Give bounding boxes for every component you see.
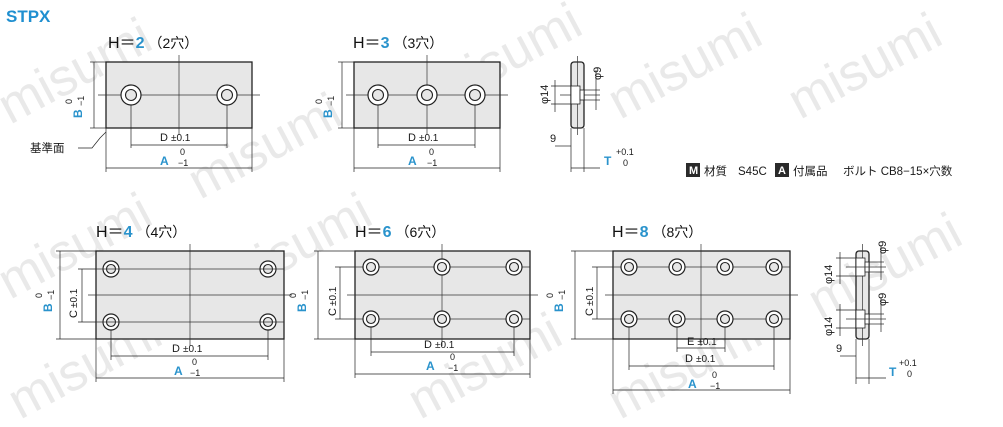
dim-c-label: C±0.1 [68, 288, 80, 318]
material-value: S45C [738, 166, 767, 178]
view-h8: H＝8（8穴） B 0 −1 C±0.1 E±0.1 D±0.1 A 0 [545, 224, 798, 394]
view-label: H＝8（8穴） [612, 224, 702, 241]
svg-text:0: 0 [314, 99, 324, 104]
dim-t-label: T [889, 365, 897, 379]
material-label: 材質 [704, 164, 727, 178]
spec-notes: M 材質 S45C A 付属品 ボルト CB8−15×穴数 [686, 163, 953, 178]
svg-text:−1: −1 [326, 96, 336, 106]
dim-b-label: B [41, 303, 55, 312]
svg-text:0: 0 [192, 357, 197, 367]
svg-text:−1: −1 [448, 363, 458, 373]
svg-text:−1: −1 [300, 290, 310, 300]
hole [716, 310, 734, 328]
dim-dia14-label: φ14 [539, 85, 551, 104]
dim-dia14-label: φ14 [823, 265, 835, 284]
svg-text:0: 0 [450, 352, 455, 362]
accessory-value: ボルト CB8−15×穴数 [843, 164, 953, 178]
dim-dia9-label: φ9 [592, 67, 604, 80]
svg-text:−1: −1 [427, 158, 437, 168]
svg-text:+0.1: +0.1 [899, 358, 917, 368]
dim-a-label: A [688, 377, 697, 391]
dim-b-label: B [552, 303, 566, 312]
svg-text:0: 0 [907, 369, 912, 379]
side-view-top: φ9 φ14 9 T +0.1 0 [539, 56, 634, 172]
svg-text:0: 0 [34, 293, 44, 298]
svg-text:A: A [778, 165, 786, 177]
svg-text:−1: −1 [190, 368, 200, 378]
svg-text:M: M [689, 165, 698, 177]
view-h3: H＝3（3穴） B 0 −1 D±0.1 A 0 −1 [314, 35, 508, 172]
svg-text:0: 0 [545, 293, 555, 298]
watermark: misumi [598, 2, 771, 131]
side-view-bottom: φ9 φ9 φ14 φ14 9 T +0.1 0 [823, 241, 917, 384]
view-h4: H＝4（4穴） B 0 −1 C±0.1 D±0.1 A 0 −1 [34, 224, 292, 382]
hole [433, 258, 451, 276]
view-h6: H＝6（6穴） B 0 −1 C±0.1 D±0.1 A 0 −1 [288, 224, 538, 378]
material-badge [686, 163, 700, 177]
hole [433, 310, 451, 328]
watermark: misumi [778, 2, 951, 131]
dim-a-label: A [408, 154, 417, 168]
svg-text:−1: −1 [557, 290, 567, 300]
accessory-label: 付属品 [793, 165, 828, 178]
page-title: STPX [6, 7, 51, 26]
svg-text:0: 0 [288, 293, 298, 298]
dim-d-label: D±0.1 [160, 132, 191, 144]
svg-text:−1: −1 [76, 96, 86, 106]
hole [505, 258, 523, 276]
view-label: H＝2（2穴） [108, 35, 198, 52]
svg-text:−1: −1 [178, 158, 188, 168]
dim-c-label: C±0.1 [584, 286, 596, 316]
dim-b-label: B [321, 109, 335, 118]
dim-d-label: D±0.1 [424, 339, 455, 351]
hole [367, 84, 389, 106]
dim-9-label: 9 [550, 133, 556, 145]
hole [362, 310, 380, 328]
hole [765, 310, 783, 328]
dim-dia9-label: φ9 [877, 241, 889, 254]
hole [668, 258, 686, 276]
dim-d-label: D±0.1 [685, 353, 716, 365]
hole [120, 84, 142, 106]
view-label: H＝4（4穴） [96, 224, 186, 241]
dim-b-label: B [295, 303, 309, 312]
dim-b-label: B [71, 109, 85, 118]
svg-text:+0.1: +0.1 [616, 147, 634, 157]
dim-a-label: A [174, 364, 183, 378]
view-label: H＝6（6穴） [355, 224, 445, 241]
dim-d-label: D±0.1 [172, 343, 203, 355]
hole [716, 258, 734, 276]
dim-9-label: 9 [836, 343, 842, 355]
hole [362, 258, 380, 276]
svg-text:0: 0 [429, 147, 434, 157]
hole [668, 310, 686, 328]
hole [620, 310, 638, 328]
reference-surface-label: 基準面 [30, 141, 65, 155]
dim-dia9-label: φ9 [877, 293, 889, 306]
dim-a-label: A [160, 154, 169, 168]
view-label: H＝3（3穴） [353, 35, 443, 52]
accessory-badge [775, 163, 789, 177]
svg-text:0: 0 [64, 99, 74, 104]
hole [620, 258, 638, 276]
hole [216, 84, 238, 106]
svg-text:0: 0 [623, 158, 628, 168]
svg-text:0: 0 [180, 147, 185, 157]
hole [416, 84, 438, 106]
hole [464, 84, 486, 106]
svg-text:0: 0 [712, 370, 717, 380]
dim-t-label: T [604, 154, 612, 168]
dim-d-label: D±0.1 [408, 132, 439, 144]
hole [765, 258, 783, 276]
svg-text:−1: −1 [710, 381, 720, 391]
dim-a-label: A [426, 359, 435, 373]
dim-dia14-label: φ14 [823, 317, 835, 336]
dim-c-label: C±0.1 [327, 286, 339, 316]
hole [505, 310, 523, 328]
view-h2: H＝2（2穴） B 0 −1 D±0.1 A 0 −1 基準面 [30, 35, 260, 172]
svg-text:−1: −1 [46, 290, 56, 300]
dim-e-label: E±0.1 [687, 336, 717, 348]
